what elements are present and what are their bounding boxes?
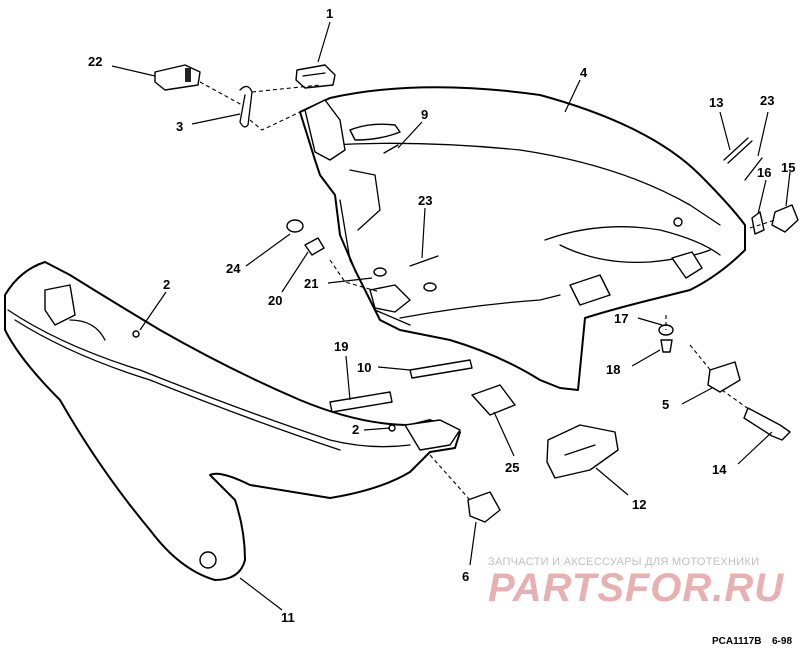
bolt-part-13: [723, 137, 753, 164]
callout-3: 3: [176, 119, 183, 134]
callout-16: 16: [757, 165, 771, 180]
callout-9: 9: [421, 107, 428, 122]
assembly-lines: [199, 81, 776, 501]
callout-15: 15: [781, 160, 795, 175]
nut-part-2-upper: [132, 330, 140, 338]
date-code: 6-98: [772, 636, 793, 647]
latch-part-6: [467, 491, 501, 523]
callout-22: 22: [88, 54, 102, 69]
callout-6: 6: [462, 569, 469, 584]
callout-2-upper: 2: [163, 277, 170, 292]
callout-12: 12: [632, 497, 646, 512]
bracket-part-16: [751, 211, 765, 235]
leader-lines: [111, 21, 791, 611]
pad-part-25: [471, 384, 516, 416]
callout-25: 25: [505, 460, 519, 475]
latch-handle-part-22: [154, 64, 201, 91]
callout-17: 17: [614, 311, 628, 326]
pin-part-14: [743, 407, 791, 441]
bolt-part-20: [304, 237, 325, 256]
callout-labels: 1 22 3 4 9 13 23 15 16 23 24 20 21 2 17 …: [88, 6, 795, 625]
hook-part-3: [239, 85, 253, 128]
callout-1: 1: [326, 6, 333, 21]
callout-19: 19: [334, 339, 348, 354]
bolt-part-18: [660, 339, 673, 353]
callout-13: 13: [709, 95, 723, 110]
screw-part-23-right: [744, 157, 763, 181]
lower-cowl-part-11: [4, 261, 461, 581]
upper-cowl-part-4: [299, 86, 746, 391]
callout-5: 5: [662, 397, 669, 412]
drawing-code: PCA1117B: [712, 636, 762, 647]
latch-part-15: [771, 204, 799, 233]
screw-part-23-center: [409, 255, 439, 267]
latch-part-5: [707, 361, 741, 393]
rod-part-10: [409, 359, 473, 379]
seal-part-19: [329, 391, 393, 413]
watermark-caption: ЗАПЧАСТИ И АКСЕССУАРЫ ДЛЯ МОТОТЕХНИКИ: [488, 556, 760, 568]
latch-part-1: [295, 64, 336, 89]
watermark-logo: PARTSFOR.RU: [488, 566, 785, 610]
callout-21: 21: [304, 276, 318, 291]
callout-24: 24: [226, 261, 241, 276]
callout-11: 11: [281, 610, 295, 625]
callout-14: 14: [712, 462, 727, 477]
clip-part-9: [383, 144, 399, 154]
callout-18: 18: [606, 362, 620, 377]
callout-2-lower: 2: [352, 422, 359, 437]
trim-part-12: [546, 424, 619, 479]
callout-10: 10: [357, 360, 371, 375]
callout-23-center: 23: [418, 193, 432, 208]
callout-4: 4: [580, 65, 588, 80]
callout-20: 20: [268, 293, 282, 308]
washer-part-24: [286, 219, 304, 233]
callout-23-right: 23: [760, 93, 774, 108]
